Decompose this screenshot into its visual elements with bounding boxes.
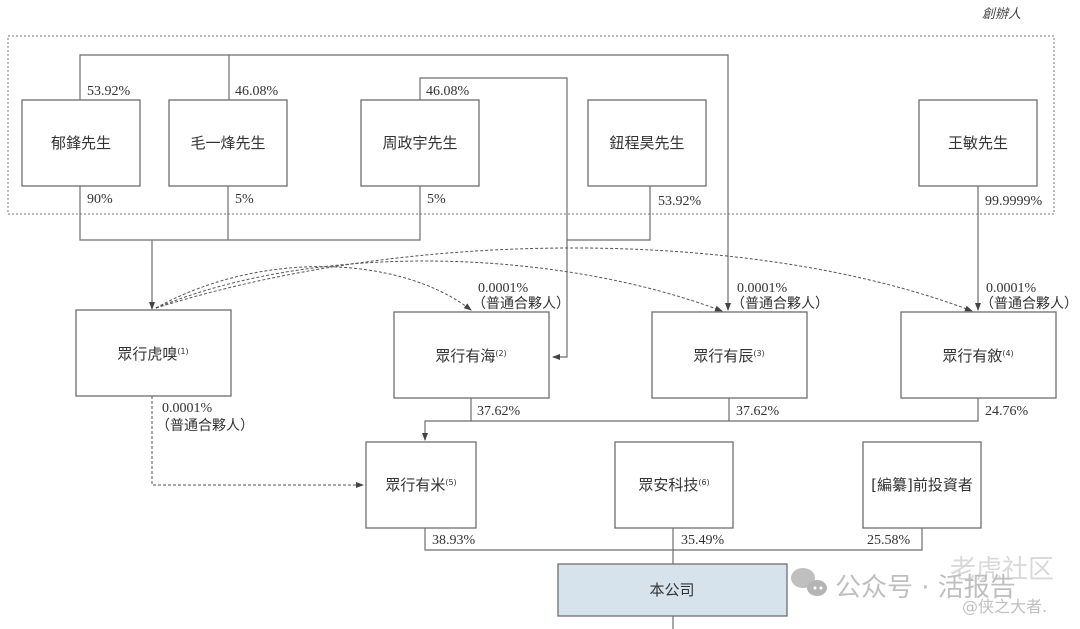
- founders-group-label: 創辦人: [982, 7, 1021, 22]
- holder-name: 眾安科技(6): [638, 476, 709, 494]
- pct-preipo-company: 25.58%: [867, 533, 911, 548]
- pct-niu-youchen: 53.92%: [658, 194, 702, 209]
- connector-niu-down: [567, 186, 651, 241]
- pct-youhai-youmi: 37.62%: [477, 404, 521, 419]
- gp-pct-youxu: 0.0001%: [986, 281, 1037, 296]
- partnership-box-youxu[interactable]: 眾行有敘(4): [900, 311, 1057, 399]
- gp-pct-youhai: 0.0001%: [478, 281, 529, 296]
- partnership-box-youhai[interactable]: 眾行有海(2): [393, 311, 550, 399]
- founder-name: 周政宇先生: [382, 134, 457, 152]
- company-name: 本公司: [649, 581, 694, 599]
- gp-arc-to-youhai: [155, 266, 472, 311]
- watermark-text: 公众号 · 活报告: [835, 573, 1016, 603]
- founder-box-yufeng[interactable]: 郁鋒先生: [21, 99, 141, 187]
- founder-box-wang[interactable]: 王敏先生: [918, 99, 1038, 187]
- partnership-box-youchen[interactable]: 眾行有辰(3): [651, 311, 808, 399]
- connector-founders-bus: [79, 186, 421, 241]
- company-box[interactable]: 本公司: [557, 563, 788, 617]
- watermark-author: @侠之大者.: [962, 597, 1047, 616]
- holder-name: 眾行有米(5): [385, 476, 456, 494]
- founder-name: 毛一烽先生: [190, 134, 265, 152]
- connector-to-youchen: [229, 54, 731, 311]
- founders-group-frame: [7, 35, 1055, 215]
- gp-arc-to-youchen: [155, 260, 723, 312]
- gp-pct-youmi: 0.0001%: [162, 401, 213, 416]
- partnership-box-huxiu[interactable]: 眾行虎嗅(1): [75, 309, 232, 397]
- connector-to-youmi: [422, 420, 471, 441]
- pct-youxu-youmi: 24.76%: [985, 404, 1029, 419]
- gp-label-youchen: （普通合夥人）: [731, 296, 829, 312]
- pct-youchen-youmi: 37.62%: [736, 404, 780, 419]
- pct-mao-top: 46.08%: [235, 84, 279, 99]
- pct-zhou-top: 46.08%: [426, 84, 470, 99]
- founder-box-zhou[interactable]: 周政宇先生: [360, 99, 480, 187]
- pct-youmi-company: 38.93%: [432, 533, 476, 548]
- partnership-name: 眾行有海(2): [435, 347, 506, 365]
- gp-arc-to-youxu: [155, 247, 973, 312]
- holder-name: [編纂]前投資者: [871, 476, 973, 494]
- gp-label-youxu: （普通合夥人）: [980, 296, 1078, 312]
- watermark-community: 老虎社区: [950, 555, 1054, 585]
- pct-mao-huxiu: 5%: [235, 192, 254, 207]
- founder-box-mao[interactable]: 毛一烽先生: [168, 99, 288, 187]
- pct-zhou-huxiu: 5%: [427, 192, 446, 207]
- watermark: 公众号 · 活报告 老虎社区 @侠之大者.: [791, 555, 1054, 616]
- gp-pct-youchen: 0.0001%: [737, 281, 788, 296]
- founder-name: 王敏先生: [948, 134, 1008, 152]
- pct-zhongan-company: 35.49%: [681, 533, 725, 548]
- pct-yufeng-top: 53.92%: [87, 84, 131, 99]
- gp-label-youhai: （普通合夥人）: [472, 296, 570, 312]
- gp-label-youmi: （普通合夥人）: [156, 418, 254, 434]
- connector-yu-mao: [79, 54, 230, 100]
- wechat-icon: [791, 568, 827, 596]
- holder-box-zhongan[interactable]: 眾安科技(6): [614, 441, 734, 529]
- connector-partnership-bus: [470, 398, 979, 422]
- connector-zhou-to-youhai: [419, 77, 568, 360]
- founder-box-niu[interactable]: 鈕程昊先生: [587, 99, 707, 187]
- holder-box-preipo[interactable]: [編纂]前投資者: [862, 441, 982, 529]
- partnership-name: 眾行有敘(4): [942, 347, 1013, 365]
- founder-name: 郁鋒先生: [51, 134, 111, 152]
- founder-name: 鈕程昊先生: [609, 134, 684, 152]
- pct-yufeng-huxiu: 90%: [87, 192, 113, 207]
- partnership-name: 眾行虎嗅(1): [117, 345, 188, 363]
- holder-box-youmi[interactable]: 眾行有米(5): [365, 441, 477, 529]
- pct-wang-youxu: 99.9999%: [985, 194, 1043, 209]
- partnership-name: 眾行有辰(3): [693, 347, 764, 365]
